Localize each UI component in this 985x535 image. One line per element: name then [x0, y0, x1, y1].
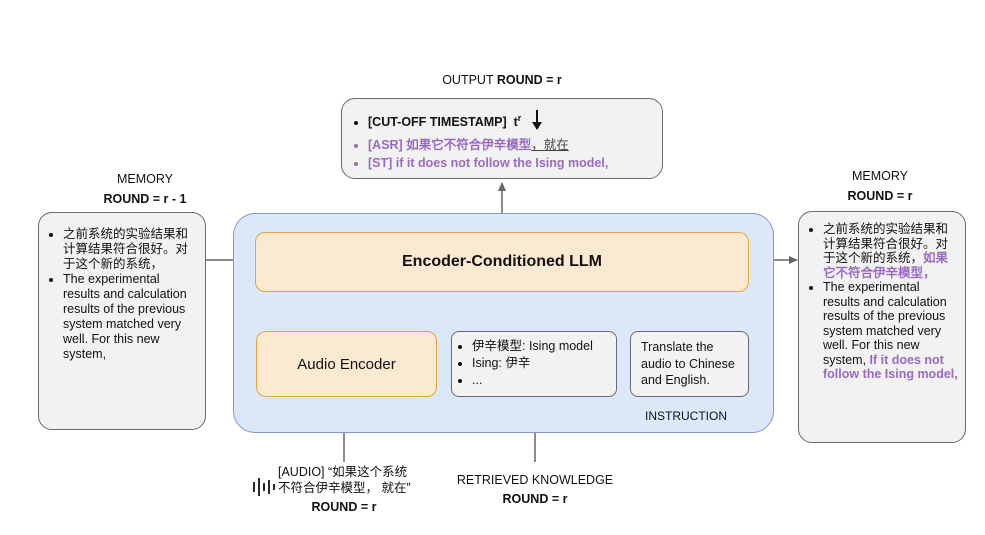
audio-input-round: ROUND = r	[311, 500, 377, 514]
memory-right-item-en: The experimental results and calculation…	[823, 280, 958, 382]
output-st-item: [ST] if it does not follow the Ising mod…	[368, 154, 654, 172]
memory-left-item-zh: 之前系统的实验结果和计算结果符合很好。对于这个新的系统，	[63, 227, 197, 272]
knowledge-item: ...	[472, 372, 610, 389]
knowledge-box: 伊辛模型: Ising model Ising: 伊辛 ...	[451, 331, 617, 397]
audio-input-label: [AUDIO] “如果这个系统 不符合伊辛模型， 就在”	[278, 465, 411, 495]
memory-right-item-zh: 之前系统的实验结果和计算结果符合很好。对于这个新的系统，如果它不符合伊辛模型，	[823, 222, 958, 280]
knowledge-item: 伊辛模型: Ising model	[472, 338, 610, 355]
down-arrow-icon	[531, 109, 543, 136]
memory-left-label: MEMORY ROUND = r - 1	[103, 172, 187, 206]
knowledge-item: Ising: 伊辛	[472, 355, 610, 372]
llm-label: Encoder-Conditioned LLM	[402, 253, 602, 270]
llm-box: Encoder-Conditioned LLM	[255, 232, 749, 292]
output-cutoff-item: [CUT-OFF TIMESTAMP] tr	[368, 109, 654, 136]
audio-encoder-label: Audio Encoder	[297, 355, 396, 373]
audio-encoder-box: Audio Encoder	[256, 331, 437, 397]
memory-right-label: MEMORY ROUND = r	[847, 169, 913, 203]
output-asr-item: [ASR] 如果它不符合伊辛模型，就在	[368, 136, 654, 154]
audio-waveform-icon	[252, 476, 280, 503]
memory-left-box: 之前系统的实验结果和计算结果符合很好。对于这个新的系统， The experim…	[38, 212, 206, 430]
memory-right-box: 之前系统的实验结果和计算结果符合很好。对于这个新的系统，如果它不符合伊辛模型， …	[798, 211, 966, 443]
output-label: OUTPUT ROUND = r	[442, 73, 562, 87]
instruction-text: Translate the audio to Chinese and Engli…	[641, 340, 735, 387]
retrieved-knowledge-label: RETRIEVED KNOWLEDGE ROUND = r	[456, 473, 614, 506]
instruction-box: Translate the audio to Chinese and Engli…	[630, 331, 749, 397]
memory-left-item-en: The experimental results and calculation…	[63, 272, 197, 362]
instruction-caption: INSTRUCTION	[645, 409, 727, 423]
output-box: [CUT-OFF TIMESTAMP] tr [ASR] 如果它不符合伊辛模型，…	[341, 98, 663, 179]
